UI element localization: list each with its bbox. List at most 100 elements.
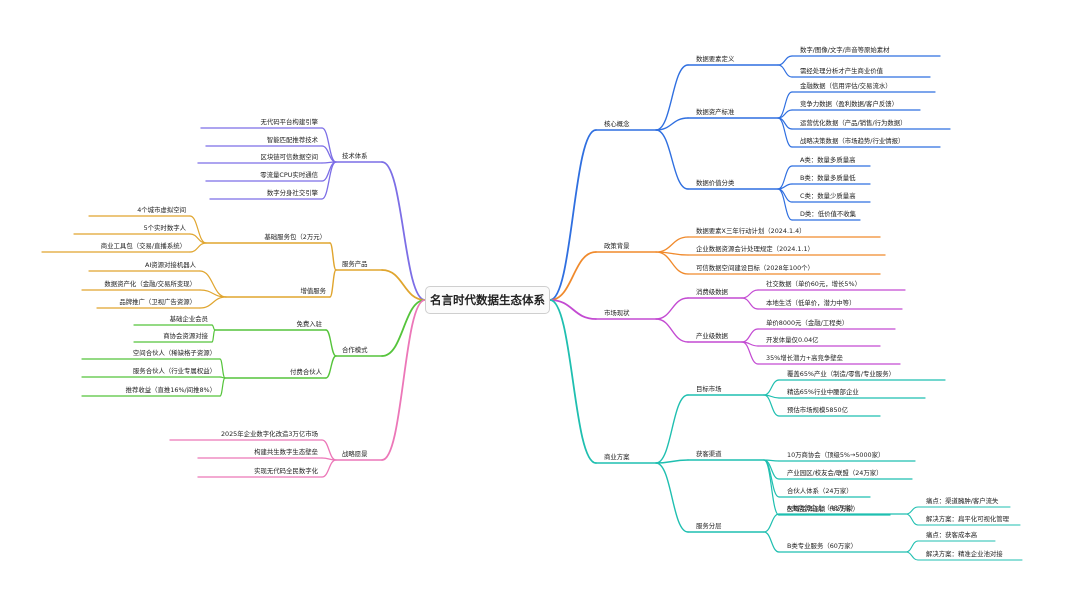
leaf-topic[interactable]: C类：数量少质量高 [800, 192, 856, 200]
sub-branch-line [655, 462, 689, 533]
leaf-topic[interactable]: 企业数据资源会计处理规定（2024.1.1） [696, 245, 814, 253]
sub-topic[interactable]: 数据要素定义 [696, 55, 735, 63]
leaf-topic[interactable]: 开发体量仅0.04亿 [766, 336, 819, 344]
branch-topic[interactable]: 核心概念 [604, 120, 630, 128]
leaf-line [655, 251, 689, 275]
leaf-line [777, 55, 793, 66]
leaf-topic[interactable]: 战略决策数据（市场趋势/行业情报） [800, 137, 905, 145]
sub-topic[interactable]: 增值服务 [300, 287, 326, 295]
leaf-topic[interactable]: 35%增长潜力+高竞争壁垒 [766, 354, 844, 362]
leaf-topic[interactable]: 单价8000元（金融/工程类） [766, 319, 849, 327]
sub-branch-line [325, 355, 337, 379]
leaf-topic[interactable]: 痛点：获客成本高 [926, 531, 978, 539]
sub-topic[interactable]: 目标市场 [696, 385, 722, 393]
leaf-topic[interactable]: 解决方案：精准企业池对接 [926, 550, 1003, 558]
sub-topic[interactable]: 数据资产标准 [696, 108, 735, 116]
leaf-topic[interactable]: 本地生活（低单价，潜力中等） [766, 299, 856, 307]
branch-topic[interactable]: 技术体系 [342, 152, 368, 160]
branch-line [381, 269, 426, 301]
sub-branch-line [655, 394, 689, 464]
sub-branch-line [655, 117, 689, 131]
sub-branch-line [655, 318, 689, 343]
sub-topic[interactable]: 服务分层 [696, 522, 722, 530]
leaf-topic[interactable]: 覆盖65%产业（制造/零售/专业服务） [787, 370, 895, 378]
leaf-line [763, 513, 780, 533]
leaf-line [777, 188, 793, 221]
leaf-topic[interactable]: 预估市场规模5850亿 [787, 406, 848, 414]
leaf-topic[interactable]: 品牌推广（卫视广告资源） [119, 298, 196, 306]
leaf-topic[interactable]: 推荐收益（直推16%/间推8%） [125, 386, 216, 394]
leaf-topic[interactable]: 解决方案：扁平化可视化管理 [926, 515, 1010, 523]
leaf-topic[interactable]: 商业工具包（交易/直播系统） [100, 242, 186, 250]
leaf-line [189, 242, 207, 253]
sub-topic[interactable]: 数据价值分类 [696, 179, 735, 187]
sub-topic[interactable]: 产业级数据 [696, 332, 728, 340]
sub-topic[interactable]: 消费级数据 [696, 288, 728, 296]
leaf-topic[interactable]: 区域品牌连锁（12万家） [787, 505, 860, 513]
branch-line [381, 299, 426, 461]
leaf-topic[interactable]: A类商贸企业（48万家） [787, 504, 858, 512]
sub-branch-line [329, 242, 337, 271]
leaf-line [763, 394, 780, 417]
leaf-topic[interactable]: 无代码平台构建引擎 [260, 118, 318, 126]
branch-line [549, 299, 597, 320]
sub-topic[interactable]: 免费入驻 [296, 320, 322, 328]
leaf-topic[interactable]: 合伙人体系（24万家） [787, 487, 853, 495]
leaf-topic[interactable]: 零流量CPU实时通信 [260, 171, 318, 179]
leaf-topic[interactable]: 社交数据（单价60元，增长5%） [766, 280, 861, 288]
leaf-topic[interactable]: 5个实时数字人 [143, 224, 186, 232]
leaf-topic[interactable]: 数据要素X三年行动计划（2024.1.4） [696, 227, 806, 235]
branch-line [381, 299, 426, 357]
sub-branch-line [655, 64, 689, 131]
branch-line [549, 251, 597, 301]
leaf-topic[interactable]: 构建共生数字生态壁垒 [254, 448, 318, 456]
leaf-topic[interactable]: 金融数据（信用评估/交易流水） [800, 82, 892, 90]
leaf-topic[interactable]: 数据资产化（金融/交易所变现） [104, 280, 196, 288]
leaf-topic[interactable]: AI资源对接机器人 [145, 261, 196, 269]
branch-line [381, 161, 426, 301]
leaf-topic[interactable]: 需经处理分析才产生商业价值 [800, 67, 884, 75]
leaf-topic[interactable]: 空间合伙人（稀缺格子资源） [132, 349, 216, 357]
central-topic[interactable]: 名言时代数据生态体系 [425, 286, 550, 314]
leaf-topic[interactable]: 智能匹配推荐技术 [266, 136, 318, 144]
leaf-topic[interactable]: B类专业服务（60万家） [787, 542, 858, 550]
sub-topic[interactable]: 付费合伙人 [290, 368, 322, 376]
leaf-topic[interactable]: 可信数据空间建设目标（2028年100个） [696, 264, 814, 272]
leaf-line [211, 324, 216, 331]
branch-topic[interactable]: 合作模式 [342, 346, 368, 354]
leaf-line [905, 551, 919, 561]
leaf-line [777, 183, 793, 190]
leaf-line [321, 439, 337, 461]
leaf-topic[interactable]: B类：数量多质量低 [800, 174, 856, 182]
leaf-topic[interactable]: 精选65%行业中腰部企业 [787, 388, 859, 396]
leaf-topic[interactable]: 基础企业会员 [169, 315, 208, 323]
leaf-topic[interactable]: 运营优化数据（产品/销售/行为数据） [800, 119, 907, 127]
leaf-topic[interactable]: A类：数量多质量高 [800, 156, 856, 164]
leaf-topic[interactable]: D类：低价值不收集 [800, 210, 857, 218]
leaf-line [777, 165, 793, 190]
leaf-line [741, 328, 759, 343]
leaf-topic[interactable]: 竞争力数据（盈利数据/客户反馈） [800, 100, 899, 108]
leaf-topic[interactable]: 数字/图像/文字/声音等原始素材 [800, 46, 890, 54]
leaf-topic[interactable]: 痛点：渠道臃肿/客户流失 [926, 497, 999, 505]
leaf-topic[interactable]: 商协会资源对接 [163, 332, 208, 340]
leaf-topic[interactable]: 数字分身社交引擎 [266, 189, 318, 197]
leaf-topic[interactable]: 产业园区/校友会/联盟（24万家） [787, 469, 883, 477]
leaf-topic[interactable]: 区块链可信数据空间 [260, 153, 318, 161]
leaf-topic[interactable]: 服务合伙人（行业专属权益） [132, 367, 216, 375]
leaf-line [321, 127, 337, 163]
leaf-line [219, 358, 226, 379]
sub-topic[interactable]: 基础服务包（2万元） [264, 233, 326, 241]
branch-topic[interactable]: 战略愿景 [342, 450, 368, 458]
branch-topic[interactable]: 市场现状 [604, 309, 630, 317]
sub-topic[interactable]: 获客渠道 [696, 450, 722, 458]
leaf-topic[interactable]: 2025年企业数字化改造3万亿市场 [220, 430, 318, 438]
leaf-topic[interactable]: 10万商协会（顶级5%→5000家） [787, 451, 885, 459]
sub-branch-line [325, 329, 337, 357]
leaf-topic[interactable]: 4个城市虚拟空间 [137, 206, 186, 214]
leaf-topic[interactable]: 实现无代码全民数字化 [254, 467, 318, 475]
leaf-line [199, 296, 227, 309]
branch-topic[interactable]: 政策背景 [604, 242, 630, 250]
branch-topic[interactable]: 服务产品 [342, 260, 368, 268]
branch-topic[interactable]: 商业方案 [604, 453, 630, 461]
